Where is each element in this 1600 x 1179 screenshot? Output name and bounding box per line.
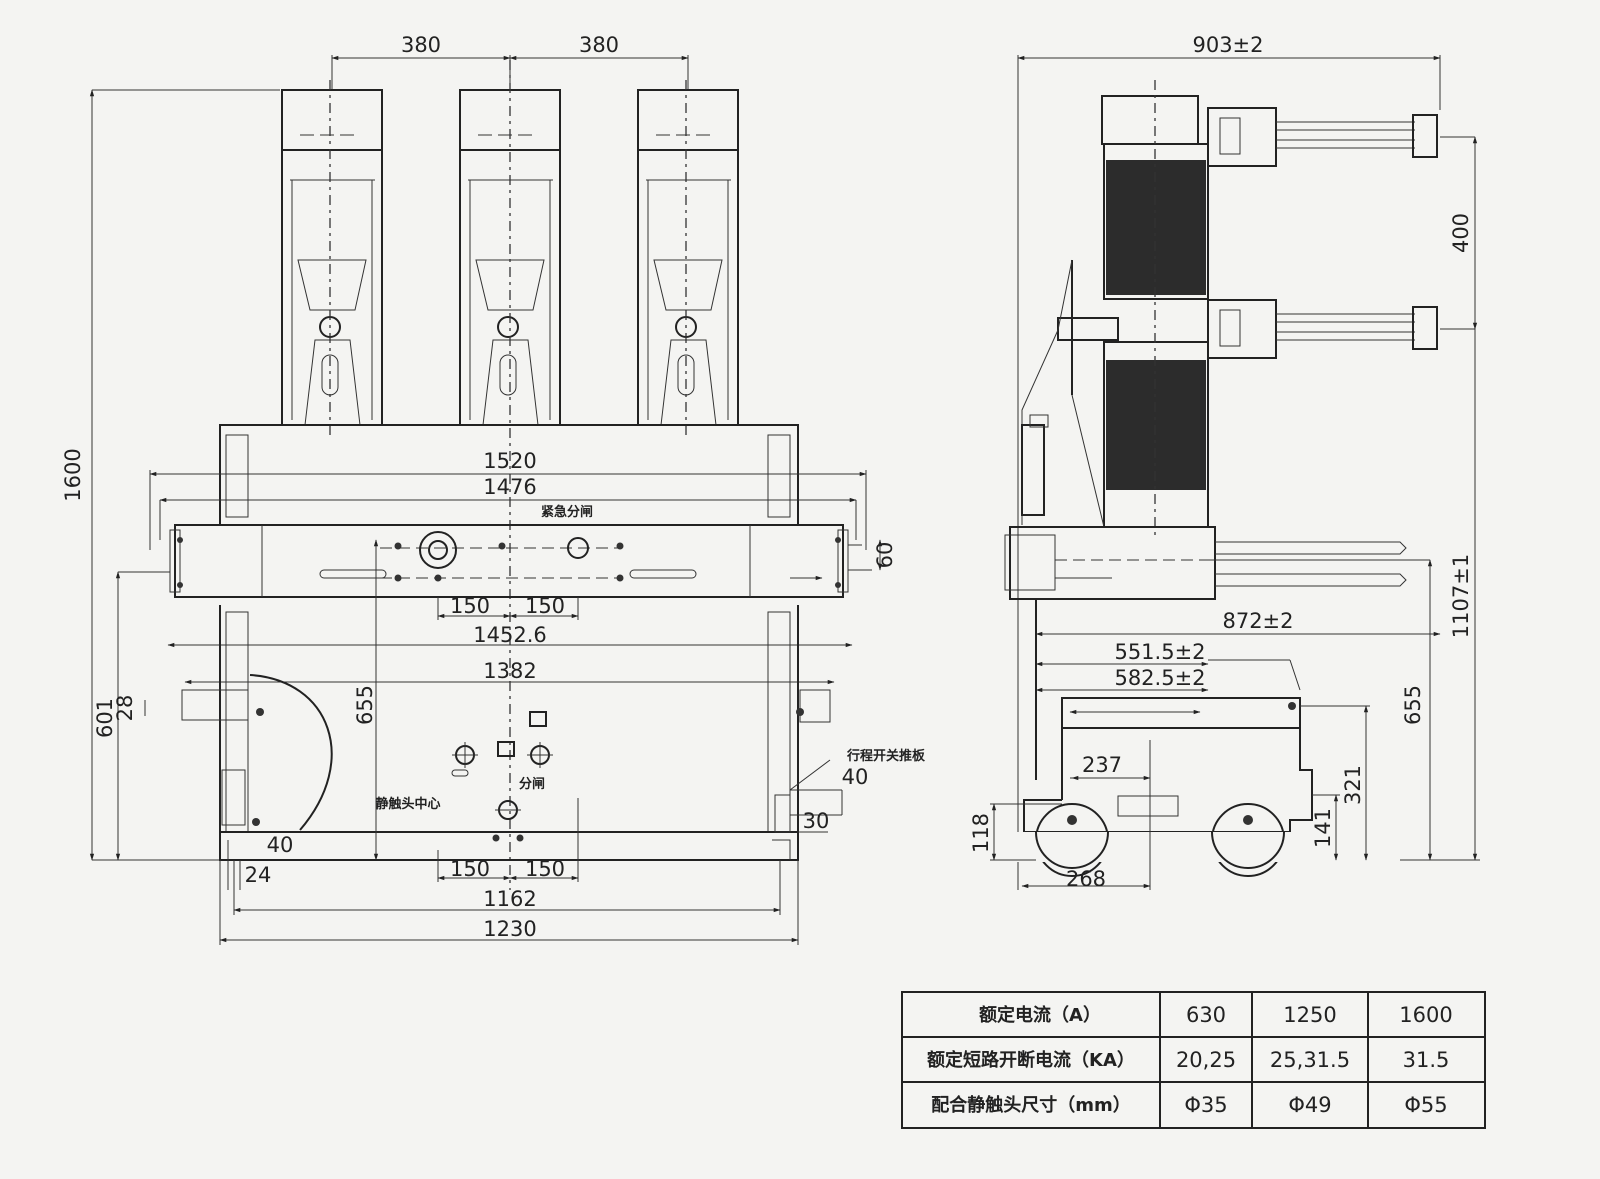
dim-150-bottom-a: 150 [450,857,490,881]
dim-1600: 1600 [61,448,85,501]
table-cell: 31.5 [1403,1048,1450,1072]
table-cell: 1600 [1399,1003,1452,1027]
dim-30: 30 [803,809,830,833]
table-row-label: 配合静触头尺寸（mm） [931,1094,1131,1116]
table-cell: Φ35 [1184,1093,1227,1117]
dim-1452: 1452.6 [473,623,546,647]
dim-28: 28 [113,695,137,722]
note-travel-switch: 行程开关推板 [846,748,926,764]
dim-1382: 1382 [483,659,536,683]
dim-400: 400 [1449,213,1473,253]
dim-150-bottom-b: 150 [525,857,565,881]
dim-903: 903±2 [1192,33,1263,57]
pole-left [281,80,383,440]
note-emergency-open: 紧急分闸 [541,504,593,520]
dim-380-b: 380 [579,33,619,57]
table-cell: 630 [1186,1003,1226,1027]
table-cell: Φ49 [1288,1093,1331,1117]
dim-1107: 1107±1 [1449,554,1473,638]
dim-150-top-a: 150 [450,594,490,618]
dim-237: 237 [1082,753,1122,777]
insulator-ribs [1106,160,1206,490]
table-cell: 20,25 [1176,1048,1236,1072]
dim-601: 601 [93,698,117,738]
dim-150-top-b: 150 [525,594,565,618]
table-cell: Φ55 [1404,1093,1447,1117]
table-cell: 25,31.5 [1270,1048,1350,1072]
dim-1162: 1162 [483,887,536,911]
dim-40-left: 40 [267,833,294,857]
dim-1520: 1520 [483,449,536,473]
dim-655-side: 655 [1401,685,1425,725]
dim-872: 872±2 [1222,609,1293,633]
dim-380-a: 380 [401,33,441,57]
dim-268: 268 [1066,867,1106,891]
dim-1476: 1476 [483,475,536,499]
table-row-label: 额定短路开断电流（KA） [927,1049,1135,1071]
dim-551: 551.5±2 [1114,640,1205,664]
pole-right [637,80,739,440]
dim-60: 60 [873,542,897,569]
note-contact-center: 静触头中心 [375,796,440,812]
dim-321: 321 [1341,765,1365,805]
dim-24: 24 [245,863,272,887]
dim-118: 118 [969,813,993,853]
table-row-label: 额定电流（A） [979,1004,1101,1026]
side-view [990,55,1480,890]
front-view [89,55,883,945]
dim-141: 141 [1311,808,1335,848]
table-cell: 1250 [1283,1003,1336,1027]
note-open: 分闸 [519,776,545,792]
dim-655-front: 655 [353,685,377,725]
dim-582: 582.5±2 [1114,666,1205,690]
spec-table: 额定电流（A） 630 1250 1600 额定短路开断电流（KA） 20,25… [901,991,1486,1129]
dim-1230: 1230 [483,917,536,941]
dim-40-right: 40 [842,765,869,789]
